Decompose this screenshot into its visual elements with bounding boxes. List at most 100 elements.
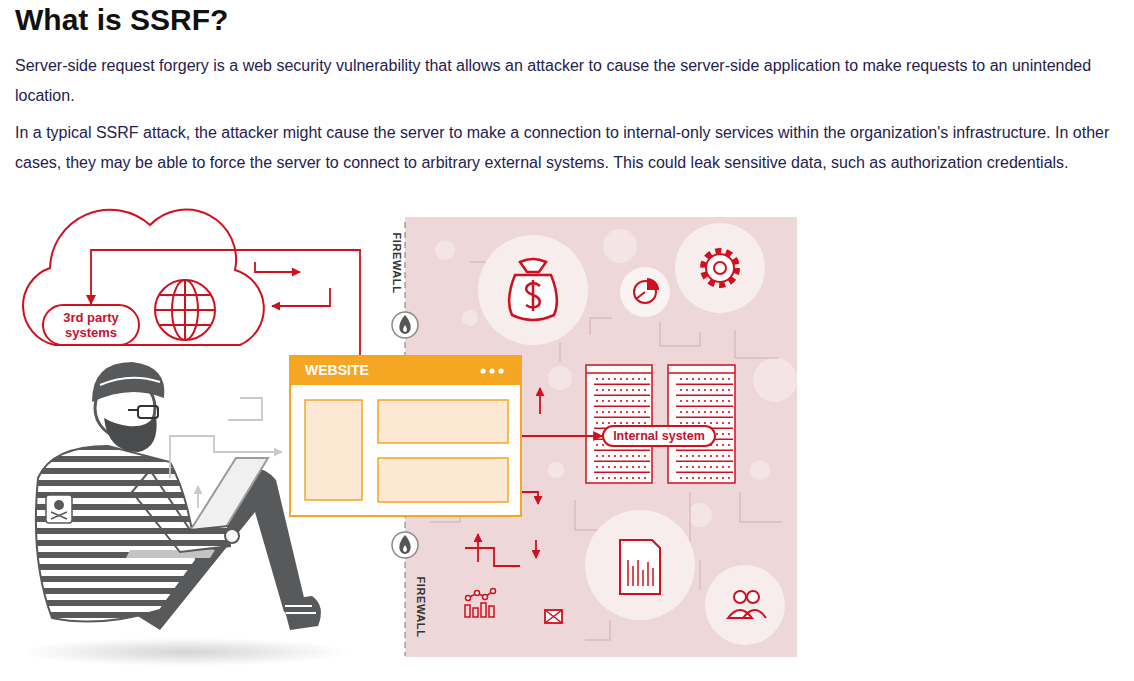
circuit-trace [740,492,782,522]
website-window [489,368,494,373]
server-rack [586,365,735,483]
money-bag-icon [478,235,588,345]
decor-circle [548,462,564,478]
connector-group [91,250,602,436]
envelope-icon [545,610,562,623]
decor-circle [603,229,637,263]
website-window [498,368,503,373]
stats-icon [466,596,471,601]
money-bag-icon [526,280,540,311]
fire-icon [403,545,407,552]
fire-icon [392,312,418,338]
people-icon [705,565,785,645]
body-paragraph: Server-side request forgery is a web sec… [15,51,1127,111]
circuit-trace [699,560,701,590]
gear-icon [706,254,734,282]
website-window [289,355,522,385]
cloud-shape [23,210,264,345]
request-arrow [539,388,541,414]
circuit-trace [735,330,778,358]
stats-icon [465,605,470,617]
node-label: Internal system [613,428,705,444]
firewall-label: FIREWALL [414,576,426,637]
money-bag-icon [520,259,546,272]
attacker-figure [20,362,350,666]
people-icon [734,591,746,603]
decor-circle [750,460,770,480]
attacker-figure [126,550,215,558]
circuit-trace [575,500,598,530]
circuit-trace [689,492,691,542]
cloud-shape [23,210,264,345]
server-rack [668,365,735,483]
fire-icon [399,315,410,334]
decor-circle [753,358,797,402]
globe-icon [155,280,215,340]
website-window [305,400,362,500]
user-arrow [197,486,199,508]
website-window [480,368,485,373]
fire-icon [392,532,418,558]
internal-system-pill: Internal system [602,425,716,447]
stats-icon [468,591,493,598]
request-arrow [465,548,520,566]
globe-icon [155,309,215,311]
document-icon [585,510,695,620]
circuit-trace [660,322,700,346]
user-arrow [170,436,282,478]
people-icon [747,591,759,603]
stats-icon [475,591,480,596]
decor-circle [462,310,478,326]
attacker-figure [104,416,157,452]
attacker-figure [100,378,160,385]
website-box: WEBSITE [289,355,522,517]
stats-icon [465,589,496,618]
stats-icon [473,608,478,617]
decor-circle [435,240,455,260]
request-arrow [255,262,540,566]
money-bag-icon [509,275,557,320]
request-arrow [535,540,537,558]
user-arrow [170,398,282,508]
circuit-trace [559,342,561,362]
website-window [289,355,522,517]
attacker-figure [285,606,316,613]
stats-icon [491,589,496,594]
circuit-trace [590,318,612,335]
pie-chart-icon [636,292,645,299]
stats-icon [483,595,488,600]
stats-icon [489,606,494,617]
attacker-figure [225,529,239,543]
gear-icon [675,223,765,313]
server-rack [586,372,652,374]
people-icon [743,610,766,618]
attacker-figure [51,512,67,519]
circuit-trace [585,620,610,640]
globe-icon [155,280,215,340]
decor-circle [548,366,572,390]
connector-arrow [522,435,602,437]
pie-chart-icon [620,267,670,317]
attacker-figure [46,495,72,523]
attacker-figure [282,596,321,630]
page-title: What is SSRF? [15,2,228,38]
node-label: 3rd party systems [58,310,124,340]
body-paragraph: In a typical SSRF attack, the attacker m… [15,118,1127,178]
request-arrow [522,492,538,504]
stats-icon [481,603,486,617]
server-rack [586,365,652,483]
fire-icon [399,535,410,554]
attacker-figure [138,406,158,418]
node-label: WEBSITE [291,357,383,383]
document-icon [628,560,653,586]
gear-icon [703,251,737,285]
people-icon [705,565,785,645]
website-window [289,355,522,517]
gear-icon [675,223,765,313]
website-window [378,458,508,502]
pie-chart-icon [620,267,670,317]
envelope-icon [545,610,562,623]
